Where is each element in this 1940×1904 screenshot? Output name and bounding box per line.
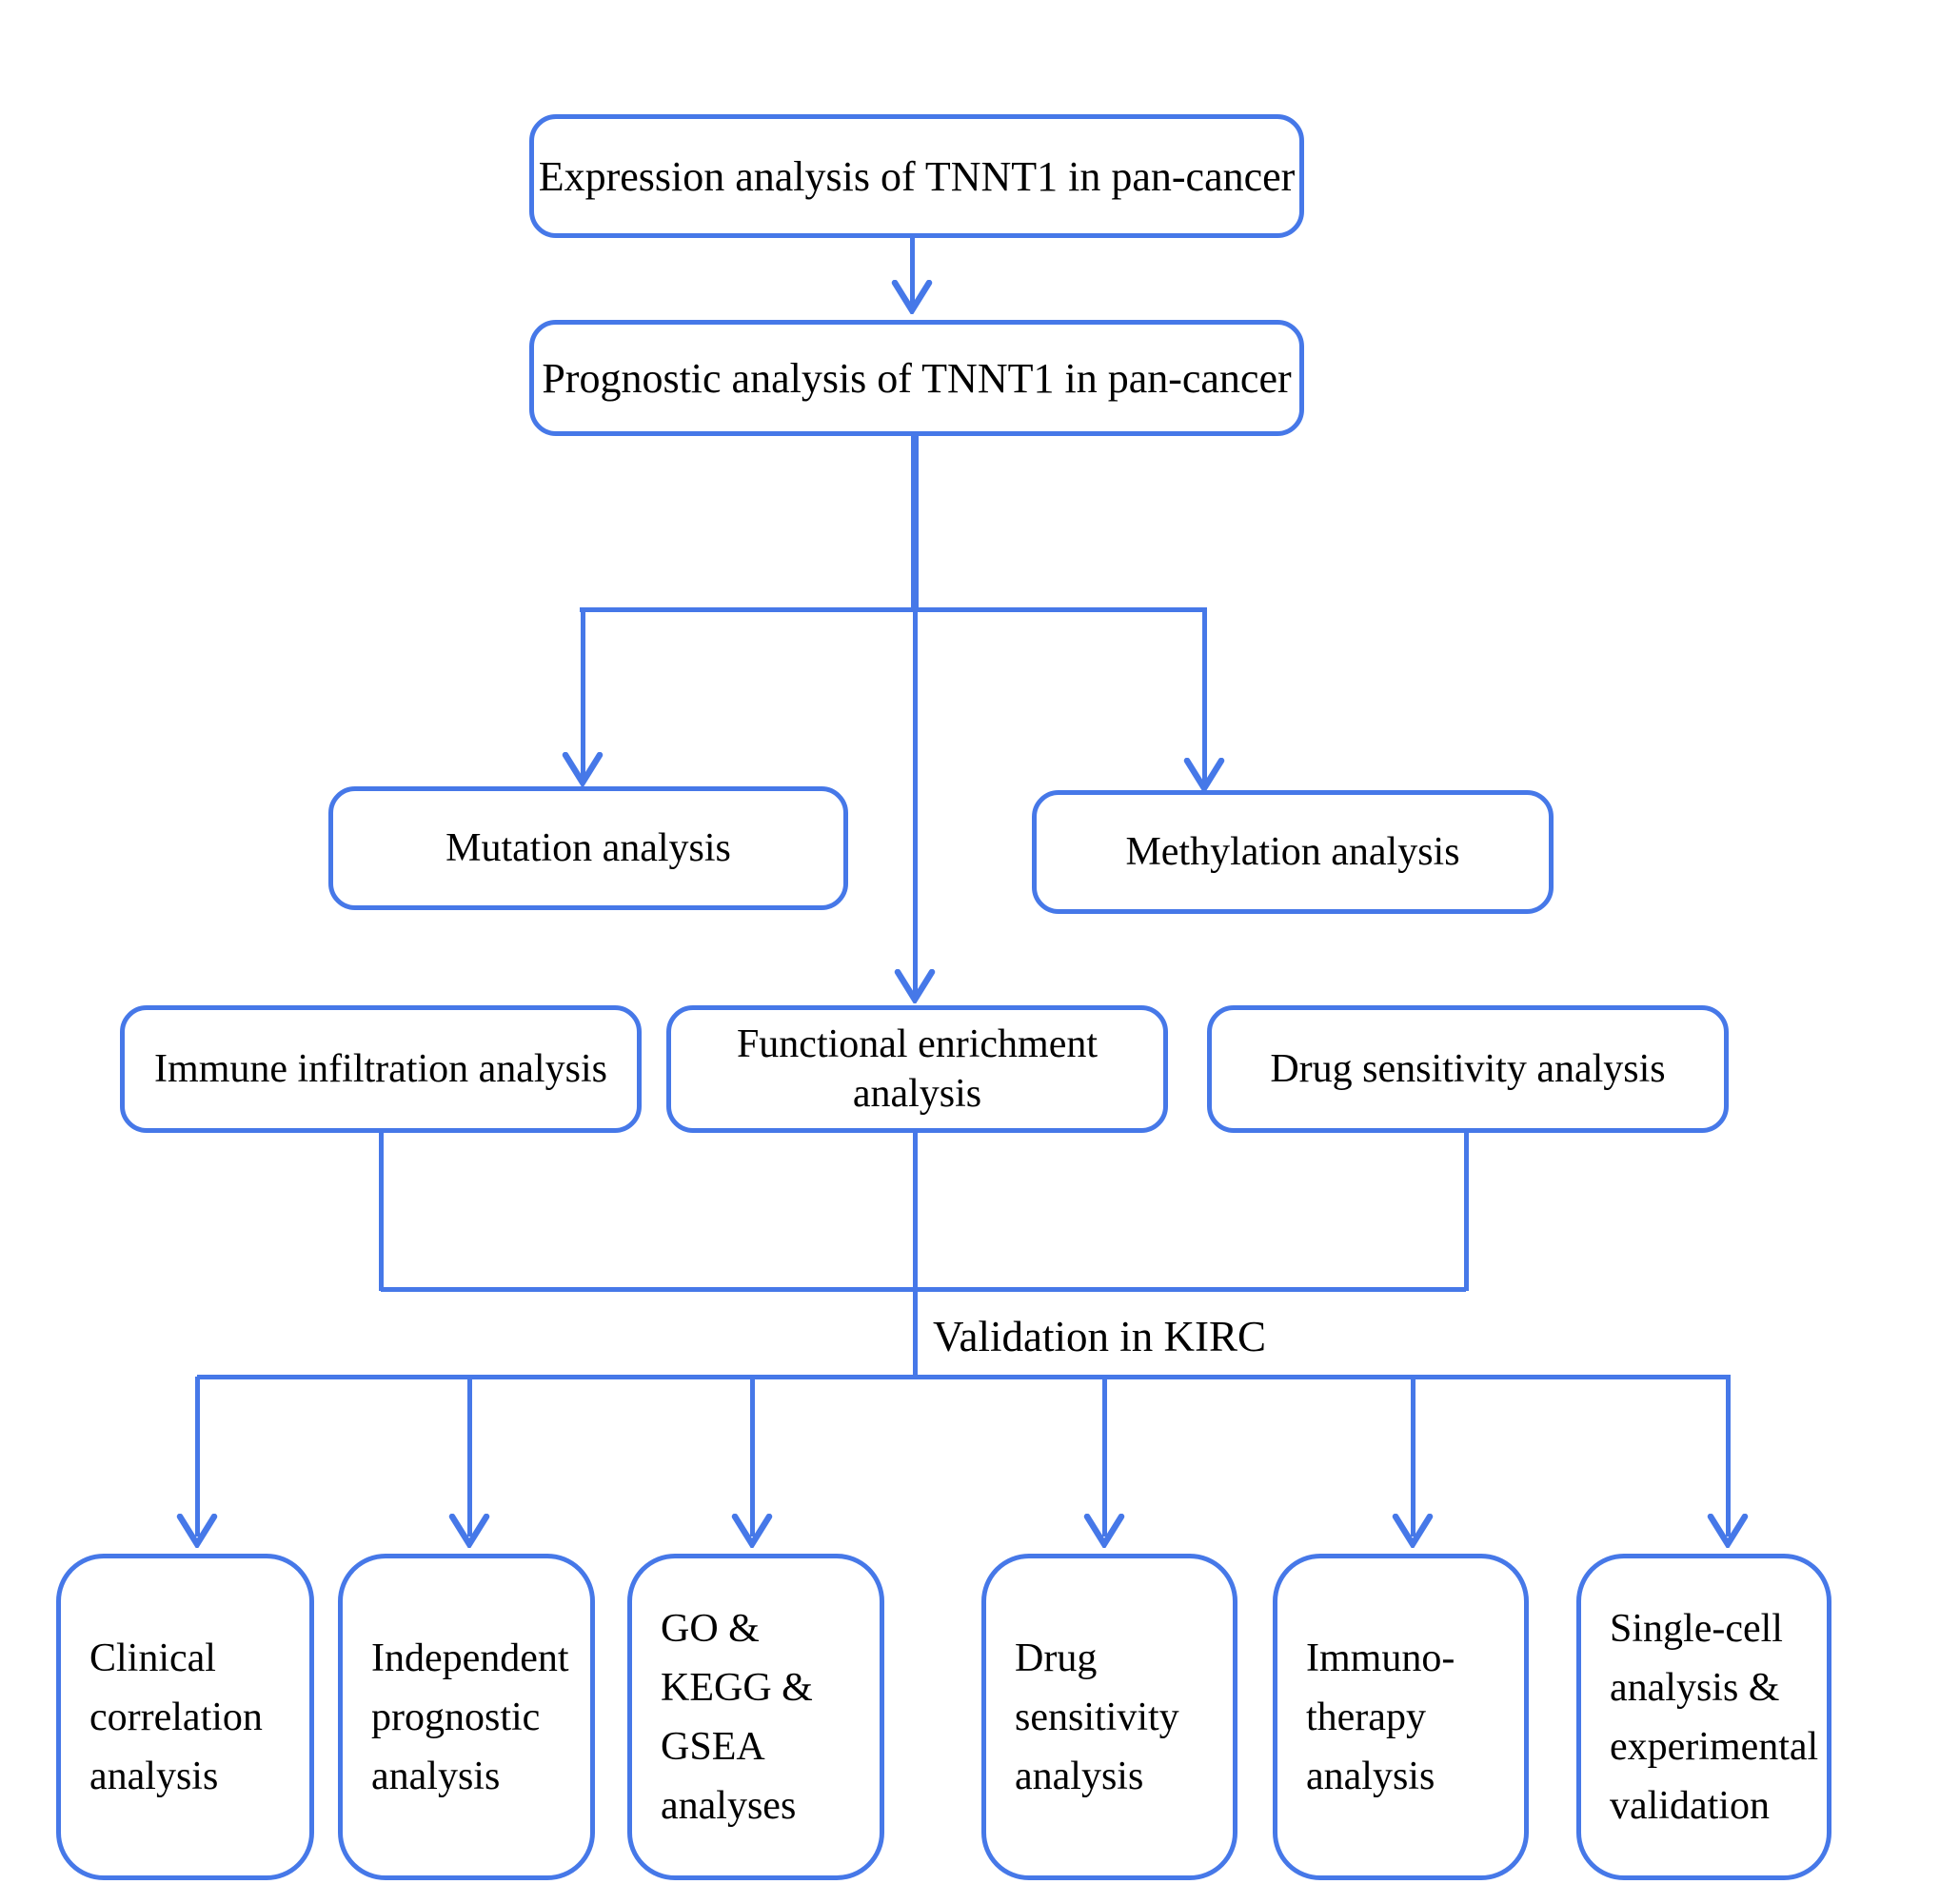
- connector-to-methylation: [1201, 607, 1207, 784]
- node-clinical-correlation-label: Clinical correlation analysis: [89, 1636, 263, 1798]
- connector-center-down: [912, 1133, 918, 1378]
- node-independent-prognostic: Independent prognostic analysis: [338, 1554, 595, 1880]
- node-drug-sensitivity-analysis: Drug sensitivity analysis: [1207, 1005, 1729, 1133]
- arrowhead-icon: [891, 280, 933, 314]
- node-immune-label: Immune infiltration analysis: [154, 1046, 607, 1091]
- arrowhead-icon: [731, 1514, 773, 1548]
- arrowhead-icon: [562, 752, 604, 786]
- connector-immune-down: [378, 1133, 384, 1291]
- node-go-kegg-gsea: GO & KEGG & GSEA analyses: [627, 1554, 884, 1880]
- connector-to-single-cell: [1725, 1377, 1731, 1537]
- node-drug-label: Drug sensitivity analysis: [1270, 1046, 1666, 1091]
- node-functional-label: Functional enrichment analysis: [736, 1021, 1099, 1117]
- connector-drug-down: [1463, 1133, 1469, 1291]
- connector-distribution-bar: [197, 1375, 1731, 1379]
- validation-label-text: Validation in KIRC: [933, 1313, 1266, 1360]
- node-immunotherapy: Immuno- therapy analysis: [1273, 1554, 1529, 1880]
- node-prognostic-analysis: Prognostic analysis of TNNT1 in pan-canc…: [529, 320, 1304, 436]
- connector-prognostic-stem: [911, 436, 919, 611]
- arrowhead-icon: [1083, 1514, 1125, 1548]
- node-mutation-analysis: Mutation analysis: [328, 786, 848, 910]
- node-drug-sensitivity-kirc-label: Drug sensitivity analysis: [1015, 1636, 1179, 1798]
- node-functional-enrichment-analysis: Functional enrichment analysis: [666, 1005, 1168, 1133]
- node-methylation-analysis: Methylation analysis: [1032, 790, 1554, 914]
- node-clinical-correlation: Clinical correlation analysis: [56, 1554, 314, 1880]
- node-go-kegg-gsea-label: GO & KEGG & GSEA analyses: [661, 1606, 813, 1828]
- node-single-cell: Single-cell analysis & experimental vali…: [1576, 1554, 1831, 1880]
- node-single-cell-label: Single-cell analysis & experimental vali…: [1610, 1606, 1819, 1828]
- node-methylation-label: Methylation analysis: [1125, 829, 1460, 874]
- connector-to-immunotherapy: [1410, 1377, 1415, 1537]
- arrowhead-icon: [448, 1514, 490, 1548]
- node-drug-sensitivity-kirc: Drug sensitivity analysis: [981, 1554, 1237, 1880]
- connector-expression-prognostic: [909, 238, 915, 307]
- connector-to-go-kegg: [749, 1377, 755, 1537]
- connector-to-clinical: [194, 1377, 200, 1537]
- connector-to-mutation: [580, 607, 585, 779]
- arrowhead-icon: [1707, 1514, 1749, 1548]
- node-mutation-label: Mutation analysis: [445, 825, 731, 870]
- validation-in-kirc-label: Validation in KIRC: [895, 1299, 1304, 1375]
- node-independent-prognostic-label: Independent prognostic analysis: [371, 1636, 569, 1798]
- connector-to-drug-kirc: [1101, 1377, 1107, 1537]
- connector-to-independent: [466, 1377, 472, 1537]
- node-expression-analysis: Expression analysis of TNNT1 in pan-canc…: [529, 114, 1304, 238]
- connector-branch-bar: [580, 607, 1206, 612]
- node-expression-label: Expression analysis of TNNT1 in pan-canc…: [538, 152, 1296, 200]
- connector-converge-bar: [381, 1287, 1466, 1292]
- arrowhead-icon: [894, 969, 936, 1003]
- arrowhead-icon: [1183, 758, 1225, 792]
- node-immune-infiltration-analysis: Immune infiltration analysis: [120, 1005, 642, 1133]
- node-immunotherapy-label: Immuno- therapy analysis: [1306, 1636, 1455, 1798]
- connector-to-functional: [912, 607, 918, 994]
- arrowhead-icon: [1392, 1514, 1434, 1548]
- node-prognostic-label: Prognostic analysis of TNNT1 in pan-canc…: [542, 354, 1292, 402]
- arrowhead-icon: [176, 1514, 218, 1548]
